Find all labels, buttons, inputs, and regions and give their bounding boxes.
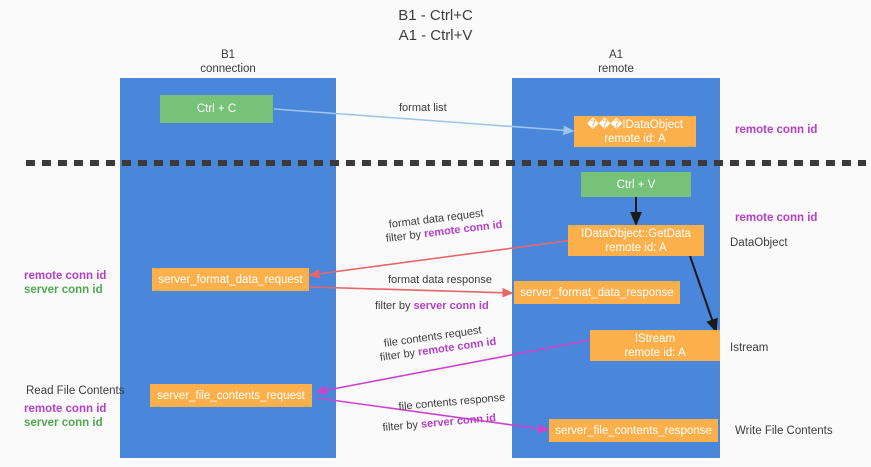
side-label-left-server-conn-id-mid: server conn id <box>24 284 103 296</box>
side-label-read-file-contents: Read File Contents <box>26 385 125 397</box>
filter-key: server conn id <box>413 300 489 312</box>
filter-prefix: filter by <box>382 418 422 434</box>
side-label-remote-conn-id-mid: remote conn id <box>735 212 818 224</box>
node-idataobject[interactable]: ���IDataObject remote id: A <box>574 116 696 147</box>
column-header-a1: A1 remote <box>598 49 634 75</box>
side-label-dataobject: DataObject <box>730 237 788 249</box>
node-ctrl-c[interactable]: Ctrl + C <box>160 95 273 123</box>
filter-prefix: filter by <box>385 228 425 245</box>
filter-prefix: filter by <box>379 346 419 364</box>
edge-label-format-list: format list <box>399 102 447 114</box>
side-label-remote-conn-id-top: remote conn id <box>735 124 818 136</box>
node-istream[interactable]: IStream remote id: A <box>590 330 720 361</box>
edge-label-format-data-response-filter: filter by server conn id <box>375 299 489 314</box>
filter-prefix: filter by <box>375 300 414 312</box>
node-server-file-contents-request[interactable]: server_file_contents_request <box>150 384 312 407</box>
side-label-write-file-contents: Write File Contents <box>735 425 833 437</box>
filter-key: server conn id <box>420 412 497 431</box>
node-idataobject-getdata[interactable]: IDataObject::GetData remote id: A <box>568 225 704 256</box>
node-ctrl-v[interactable]: Ctrl + V <box>581 172 691 197</box>
side-label-left-remote-conn-id-bottom: remote conn id <box>24 403 107 415</box>
diagram-title: B1 - Ctrl+C A1 - Ctrl+V <box>398 7 473 44</box>
node-server-format-data-request[interactable]: server_format_data_request <box>152 268 309 291</box>
side-label-istream: Istream <box>730 342 769 354</box>
side-label-left-remote-conn-id-mid: remote conn id <box>24 270 107 282</box>
node-server-file-contents-response[interactable]: server_file_contents_response <box>549 419 718 442</box>
column-header-b1: B1 connection <box>200 49 256 75</box>
edge-label-format-data-response: format data response <box>388 274 492 286</box>
node-server-format-data-response[interactable]: server_format_data_response <box>514 281 680 304</box>
side-label-left-server-conn-id-bottom: server conn id <box>24 417 103 429</box>
